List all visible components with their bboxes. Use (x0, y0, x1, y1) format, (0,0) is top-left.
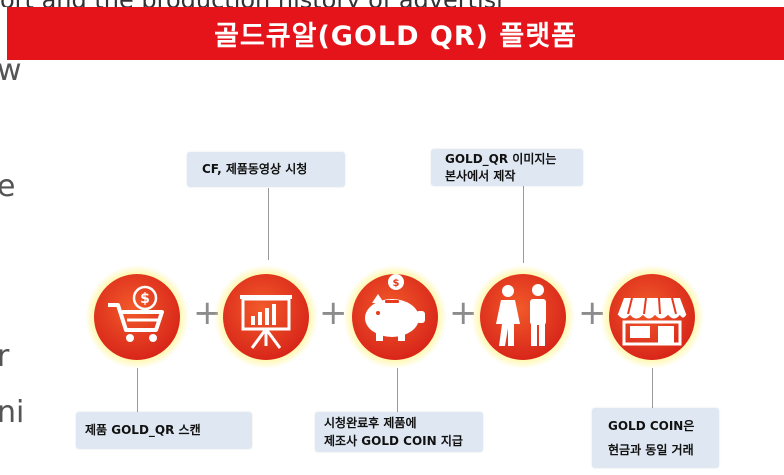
label-text: 본사에서 제작 (445, 169, 516, 183)
connector-line (397, 368, 398, 412)
connector-line (137, 368, 138, 412)
background-text-fragment: w (0, 53, 22, 88)
label-text: GOLD COIN은 (608, 419, 695, 433)
label-box-cf-view: CF, 제품동영상 시청 (187, 152, 345, 187)
label-box-coin-cash: GOLD COIN은 현금과 동일 거래 (592, 408, 719, 468)
background-text-fragment: r (0, 339, 10, 374)
shopping-cart-dollar-icon: $ (85, 265, 189, 369)
label-text: 제조사 GOLD COIN 지급 (324, 434, 463, 448)
people-icon (471, 265, 575, 369)
connector-line (523, 186, 524, 263)
plus-sign: + (319, 293, 348, 333)
label-text: 현금과 동일 거래 (608, 443, 694, 457)
label-box-image-made: GOLD_QR 이미지는 본사에서 제작 (431, 149, 583, 186)
background-text-fragment: e (0, 169, 16, 204)
label-box-scan: 제품 GOLD_QR 스캔 (76, 412, 252, 449)
label-text: 제품 GOLD_QR 스캔 (85, 423, 201, 437)
background-text-strip: ort and the production history of advert… (0, 0, 784, 7)
title-banner: 골드큐알(GOLD QR) 플랫폼 (7, 7, 784, 60)
label-box-coin-payment: 시청완료후 제품에 제조사 GOLD COIN 지급 (315, 412, 483, 452)
connector-line (652, 368, 653, 408)
presentation-chart-icon (214, 265, 318, 369)
store-icon (600, 265, 704, 369)
label-text: GOLD_QR 이미지는 (445, 152, 557, 166)
svg-text:$: $ (393, 278, 400, 289)
page-title: 골드큐알(GOLD QR) 플랫폼 (214, 21, 577, 52)
connector-line (268, 188, 269, 260)
piggy-bank-icon: $ (343, 265, 447, 369)
label-text: CF, 제품동영상 시청 (202, 162, 308, 176)
background-text-fragment: ni (0, 395, 25, 430)
label-text: 시청완료후 제품에 (324, 416, 417, 430)
svg-text:$: $ (140, 291, 150, 307)
